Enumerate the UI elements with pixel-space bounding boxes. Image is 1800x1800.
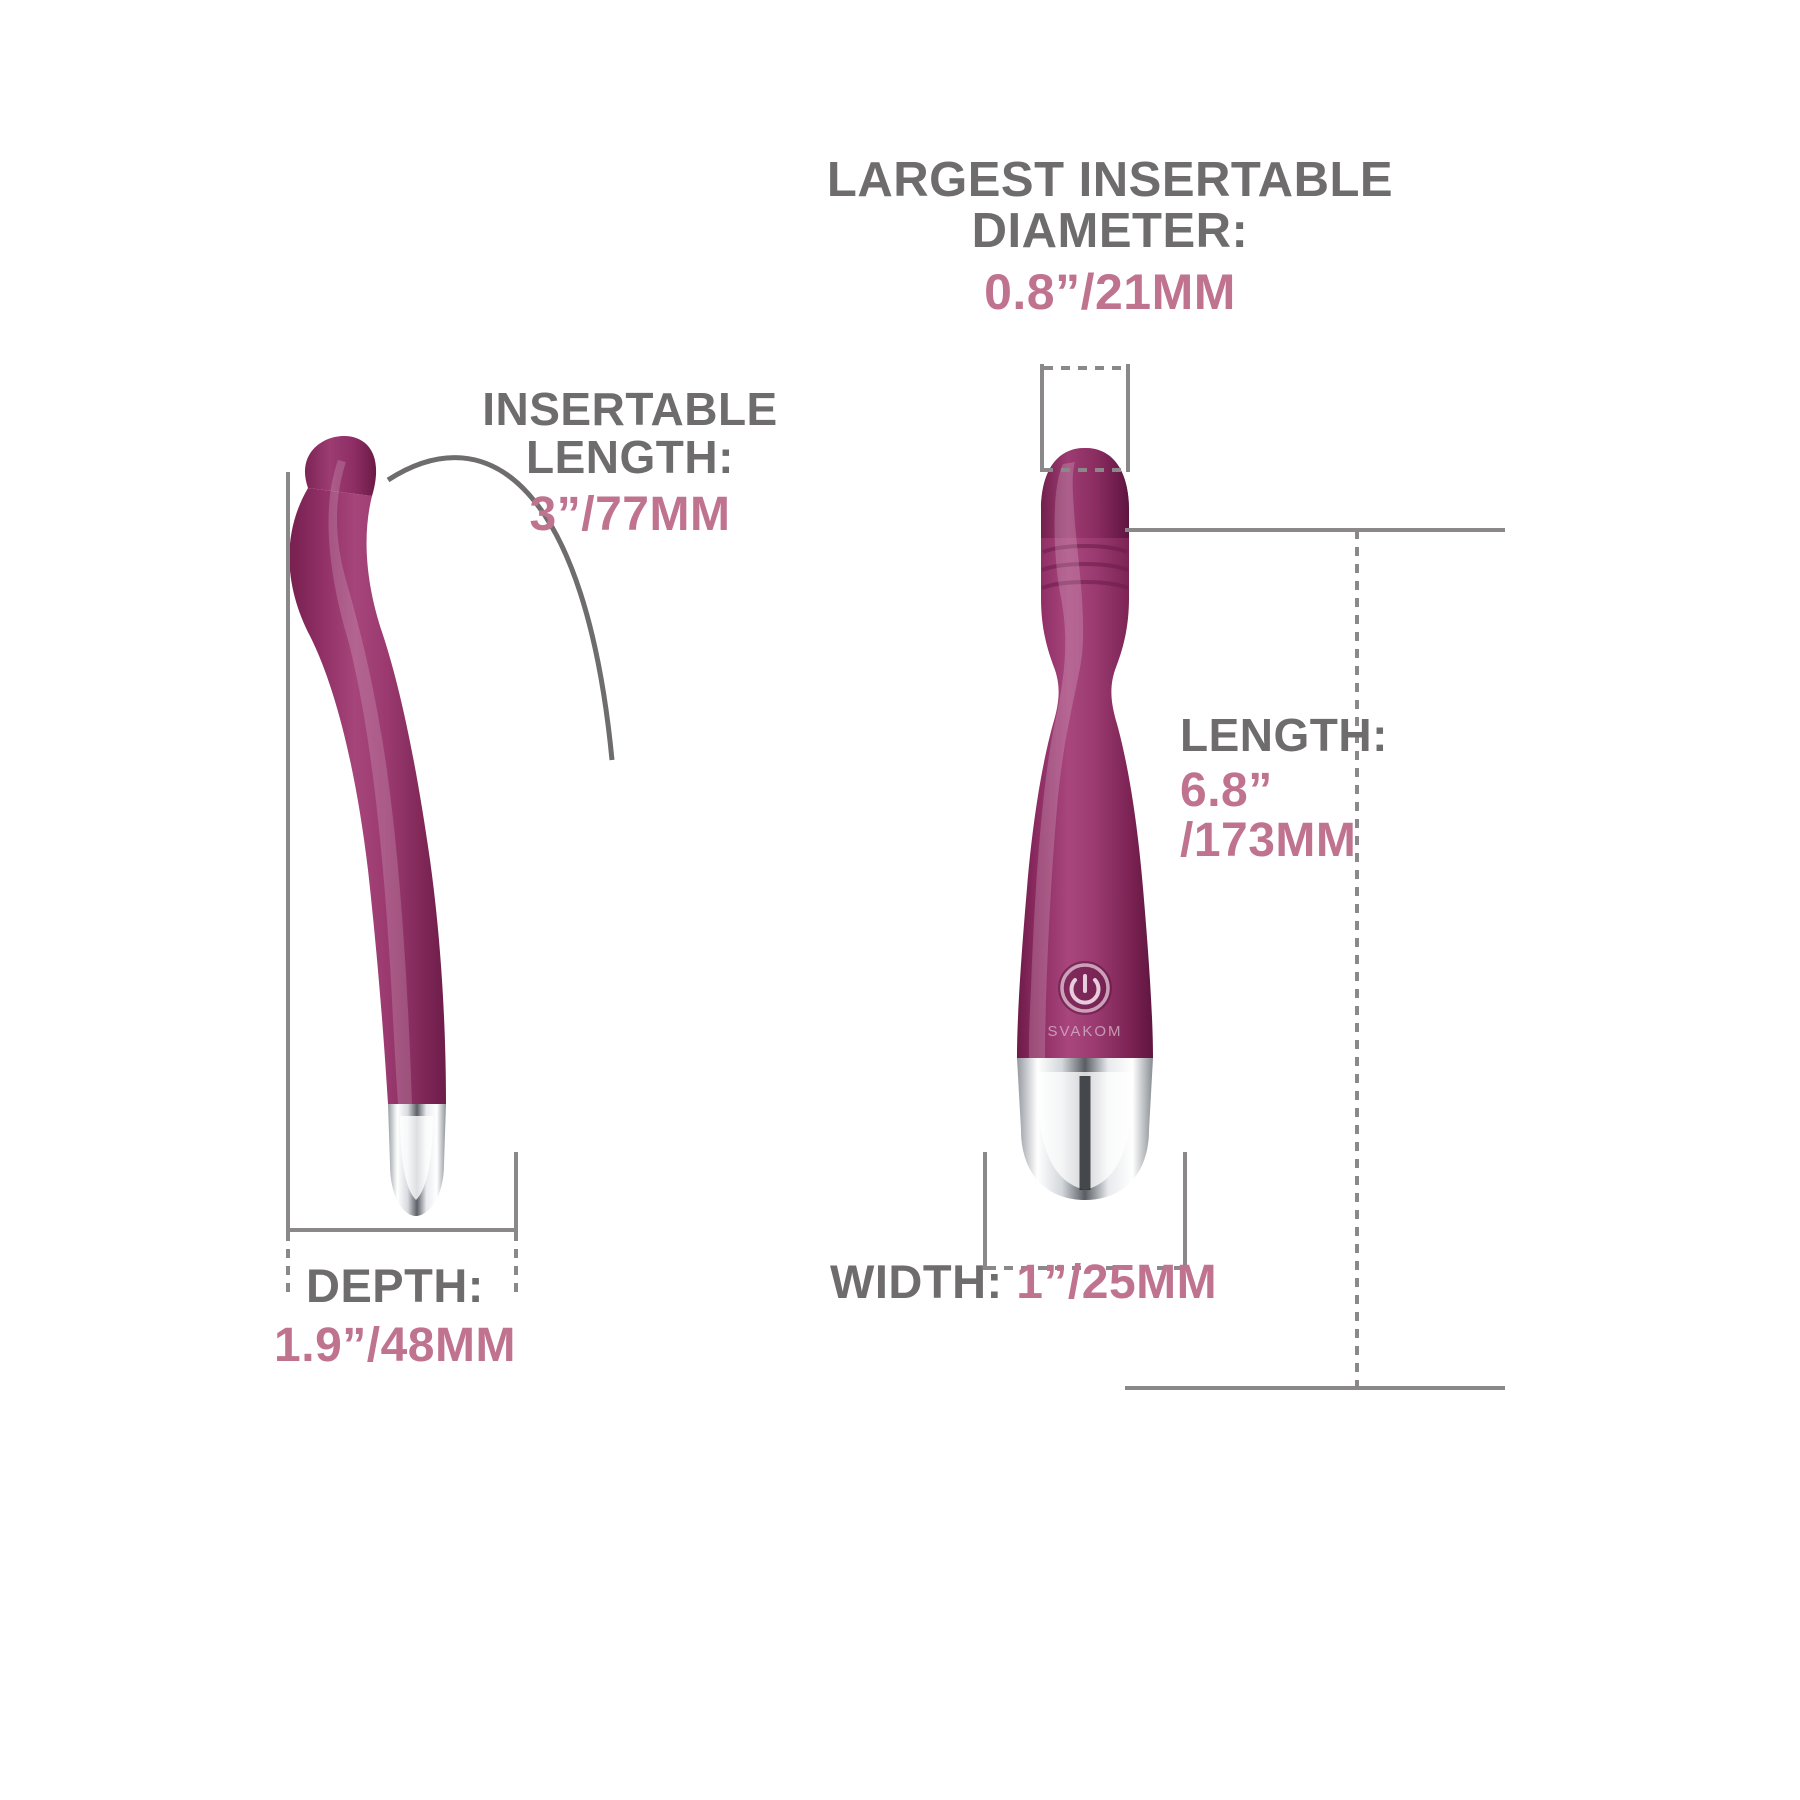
width-bottom-horizontal-guide	[987, 1266, 1183, 1270]
length-value-line2: /173mm	[1180, 813, 1357, 867]
width-label: WIDTH:	[830, 1255, 1003, 1308]
callout-largest-insertable-diameter: LARGEST INSERTABLE DIAMETER: 0.8”/21mm	[760, 155, 1460, 318]
depth-right-tick-dash	[514, 1232, 518, 1292]
depth-left-vertical-guide	[286, 472, 290, 1232]
width-right-vertical-guide	[1183, 1152, 1187, 1270]
length-vertical-guide	[1355, 530, 1359, 1390]
brand-mark: SVAKOM	[1047, 1023, 1122, 1040]
depth-value: 1.9”/48mm	[274, 1318, 516, 1372]
diameter-value: 0.8”/21mm	[984, 263, 1236, 320]
length-bottom-horizontal-guide	[1125, 1386, 1505, 1390]
diameter-left-vertical-guide	[1040, 364, 1044, 472]
depth-left-tick-dash	[286, 1232, 290, 1292]
callout-length: LENGTH: 6.8” /173mm	[1180, 709, 1510, 867]
depth-label: DEPTH:	[306, 1259, 484, 1312]
insertable-length-label-line2: LENGTH:	[526, 430, 734, 483]
diameter-label-line2: DIAMETER:	[971, 203, 1249, 258]
depth-right-vertical-guide	[514, 1152, 518, 1232]
product-side-profile-view	[250, 436, 550, 1230]
insertable-length-label-line1: INSERTABLE	[482, 383, 778, 435]
width-value: 1”/25mm	[1016, 1256, 1218, 1309]
diameter-bottom-tick-guide	[1044, 468, 1128, 472]
power-button-icon	[1058, 961, 1112, 1015]
callout-depth: DEPTH: 1.9”/48mm	[185, 1259, 605, 1372]
length-top-horizontal-guide	[1125, 528, 1505, 532]
depth-bottom-horizontal-guide	[286, 1228, 518, 1232]
diameter-label-line1: LARGEST INSERTABLE	[826, 153, 1394, 207]
product-front-view: SVAKOM	[985, 448, 1185, 1208]
diameter-right-vertical-guide	[1126, 364, 1130, 472]
width-left-vertical-guide	[983, 1152, 987, 1270]
length-value-line1: 6.8”	[1180, 763, 1273, 817]
length-label: LENGTH:	[1180, 709, 1388, 761]
insertable-length-value: 3”/77mm	[529, 487, 731, 541]
callout-width: WIDTH: 1”/25mm	[830, 1255, 1310, 1309]
callout-insertable-length: INSERTABLE LENGTH: 3”/77mm	[440, 383, 820, 541]
diameter-top-horizontal-guide	[1044, 366, 1128, 370]
